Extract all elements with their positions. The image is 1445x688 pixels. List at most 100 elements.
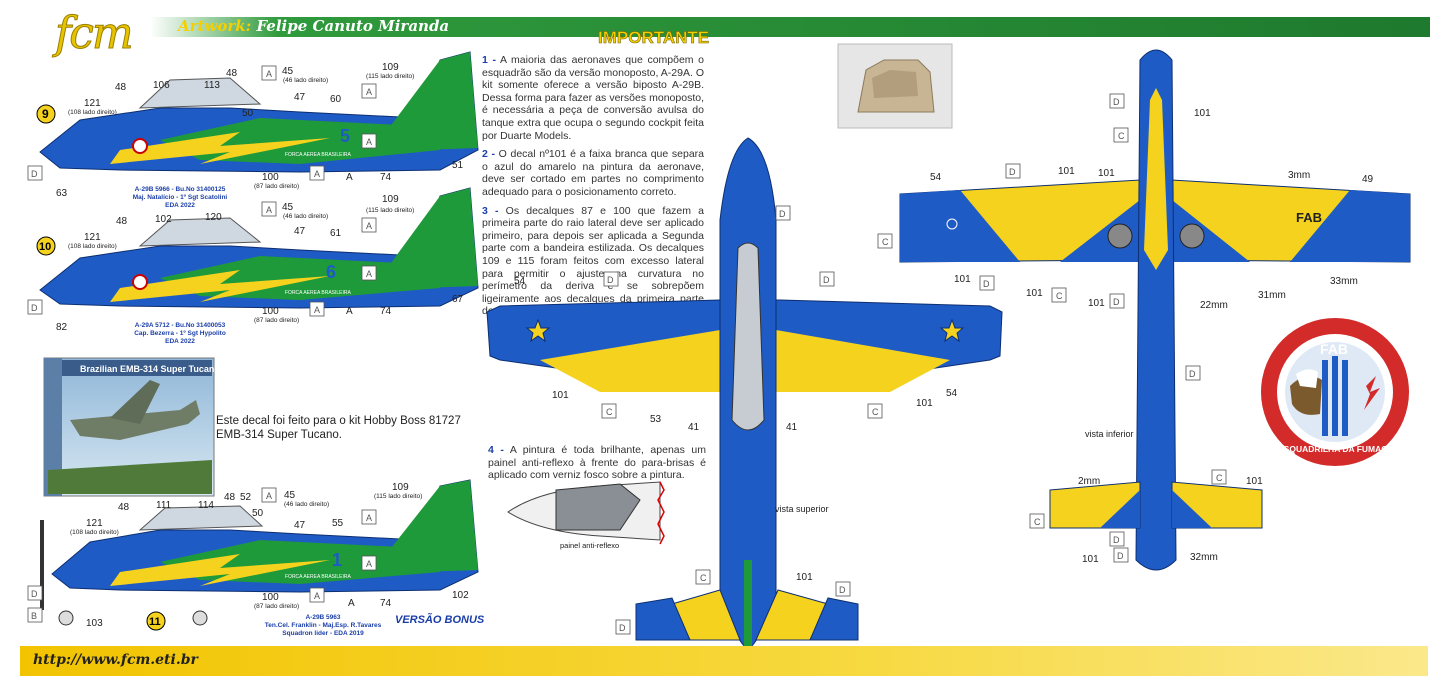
header-bar xyxy=(150,17,1430,37)
website-link[interactable]: http://www.fcm.eti.br xyxy=(33,652,198,668)
svg-text:48: 48 xyxy=(224,492,236,503)
svg-text:A: A xyxy=(266,69,272,79)
svg-text:(115 lado direito): (115 lado direito) xyxy=(366,73,414,80)
svg-text:101: 101 xyxy=(1194,108,1211,119)
svg-text:A: A xyxy=(366,559,372,569)
svg-text:111: 111 xyxy=(156,500,172,511)
note-1: 1 - A maioria das aeronaves que compõem … xyxy=(482,54,705,142)
svg-text:D: D xyxy=(619,623,626,633)
svg-text:101: 101 xyxy=(1088,298,1105,309)
notes-list: 1 - A maioria das aeronaves que compõem … xyxy=(482,54,704,324)
svg-text:45: 45 xyxy=(282,202,294,213)
svg-text:121: 121 xyxy=(84,232,101,243)
svg-text:32mm: 32mm xyxy=(1190,552,1218,563)
profile-letter-boxes: A A A A D A A A A D A A A A D B xyxy=(27,65,377,623)
svg-text:A: A xyxy=(348,598,355,609)
svg-text:D: D xyxy=(983,279,990,289)
artwork-label: Artwork: xyxy=(178,17,252,35)
svg-text:A: A xyxy=(266,491,272,501)
svg-text:121: 121 xyxy=(86,518,103,529)
svg-text:101: 101 xyxy=(552,390,569,401)
svg-text:45: 45 xyxy=(284,490,296,501)
svg-text:(108 lado direito): (108 lado direito) xyxy=(68,109,117,116)
top-view xyxy=(486,137,1003,660)
svg-text:121: 121 xyxy=(84,98,101,109)
svg-text:82: 82 xyxy=(56,322,68,333)
svg-text:63: 63 xyxy=(56,188,68,199)
svg-text:D: D xyxy=(823,275,830,285)
svg-text:109: 109 xyxy=(392,482,409,493)
aircraft-10-number: 6 xyxy=(326,262,336,282)
svg-text:101: 101 xyxy=(954,274,971,285)
svg-text:D: D xyxy=(1113,535,1120,545)
svg-text:103: 103 xyxy=(86,618,103,629)
svg-text:41: 41 xyxy=(786,422,798,433)
esquadrilha-emblem: FAB ESQUADRILHA DA FUMAÇA xyxy=(1261,318,1409,466)
svg-text:D: D xyxy=(1113,297,1120,307)
svg-text:D: D xyxy=(839,585,846,595)
svg-text:114: 114 xyxy=(198,500,214,511)
svg-text:101: 101 xyxy=(1058,166,1075,177)
svg-text:74: 74 xyxy=(380,598,392,609)
svg-text:C: C xyxy=(1034,517,1041,527)
svg-text:D: D xyxy=(31,589,38,599)
note-4: 4 - A pintura é toda brilhante, apenas u… xyxy=(488,444,706,482)
bottom-view-callouts: 101 101 101 54 3mm 49 101 101 101 22mm 3… xyxy=(877,93,1374,565)
aircraft-11-number: 1 xyxy=(332,550,342,570)
svg-text:48: 48 xyxy=(115,82,127,93)
svg-text:74: 74 xyxy=(380,306,392,317)
svg-text:22mm: 22mm xyxy=(1200,300,1228,311)
emblem-bottom-text: ESQUADRILHA DA FUMAÇA xyxy=(1278,444,1394,454)
aircraft-11-fuselage-text: FORCA AEREA BRASILEIRA xyxy=(285,574,352,580)
svg-text:A: A xyxy=(366,221,372,231)
svg-text:106: 106 xyxy=(153,80,170,91)
svg-text:(87 lado direito): (87 lado direito) xyxy=(254,603,299,610)
aircraft-9-badge: 9 xyxy=(42,107,49,121)
svg-text:113: 113 xyxy=(204,80,220,91)
svg-text:54: 54 xyxy=(930,172,942,183)
svg-text:109: 109 xyxy=(382,62,399,73)
svg-text:120: 120 xyxy=(205,212,222,223)
svg-text:A: A xyxy=(346,306,353,317)
svg-text:101: 101 xyxy=(1098,168,1115,179)
svg-text:45: 45 xyxy=(282,66,294,77)
svg-text:48: 48 xyxy=(118,502,130,513)
svg-text:47: 47 xyxy=(294,92,306,103)
svg-text:60: 60 xyxy=(330,94,342,105)
svg-text:C: C xyxy=(1056,291,1063,301)
svg-text:D: D xyxy=(607,275,614,285)
svg-text:(46 lado direito): (46 lado direito) xyxy=(284,501,329,508)
top-view-callouts: 54 101 53 41 41 101 54 101 101 32mm D D … xyxy=(514,205,958,673)
svg-text:A: A xyxy=(366,513,372,523)
svg-text:A: A xyxy=(366,137,372,147)
svg-text:D: D xyxy=(779,209,786,219)
svg-text:C: C xyxy=(700,573,707,583)
anti-reflex-label: painel anti-reflexo xyxy=(560,541,620,550)
kit-note: Este decal foi feito para o kit Hobby Bo… xyxy=(216,415,461,441)
svg-text:A: A xyxy=(266,205,272,215)
bottom-view: FAB xyxy=(899,49,1411,571)
svg-text:101: 101 xyxy=(1082,554,1099,565)
svg-text:41: 41 xyxy=(688,422,700,433)
svg-text:B: B xyxy=(31,611,37,621)
svg-text:54: 54 xyxy=(946,388,958,399)
svg-text:51: 51 xyxy=(452,160,464,171)
aircraft-9-number: 5 xyxy=(340,126,350,146)
emblem-top-text: FAB xyxy=(1320,341,1348,357)
fab-marking: FAB xyxy=(1296,210,1322,225)
svg-text:48: 48 xyxy=(226,68,238,79)
svg-text:101: 101 xyxy=(916,398,933,409)
svg-text:50: 50 xyxy=(242,108,254,119)
svg-text:C: C xyxy=(606,407,613,417)
svg-text:D: D xyxy=(1009,167,1016,177)
note-2: 2 - O decal nº101 é a faixa branca que s… xyxy=(482,148,704,198)
bottom-view-label: vista inferior xyxy=(1085,429,1134,439)
anti-reflex-diagram xyxy=(507,481,665,545)
svg-text:D: D xyxy=(1113,97,1120,107)
svg-text:(115 lado direito): (115 lado direito) xyxy=(366,207,414,214)
profile-callouts: 109 (115 lado direito) 45 (46 lado direi… xyxy=(56,62,469,629)
svg-text:47: 47 xyxy=(294,226,306,237)
svg-text:3mm: 3mm xyxy=(1288,170,1310,181)
